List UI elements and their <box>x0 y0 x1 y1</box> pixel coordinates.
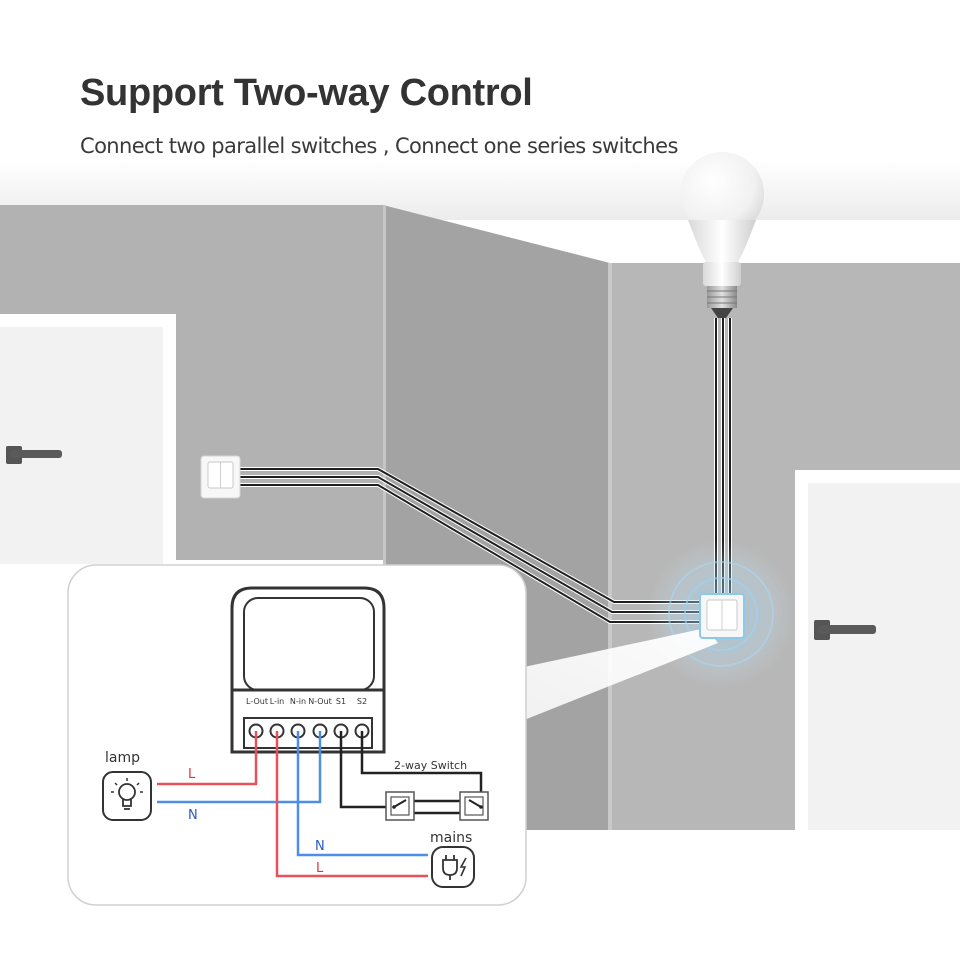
left-wall-switch <box>200 455 241 499</box>
lamp-neutral-wire <box>157 731 322 804</box>
right-wall-switch <box>699 593 745 639</box>
page-subtitle: Connect two parallel switches , Connect … <box>80 134 678 158</box>
lamp-label: lamp <box>105 750 140 766</box>
right-door-handle <box>818 625 876 634</box>
mains-live-label: L <box>316 861 324 876</box>
mains-neutral-label: N <box>315 839 325 854</box>
right-door <box>808 483 960 830</box>
s1-wire <box>339 731 392 809</box>
two-way-switch-label: 2-way Switch <box>394 759 467 772</box>
signal-ring <box>668 561 774 667</box>
lamp-live-wire <box>157 731 258 786</box>
page-title: Support Two-way Control <box>80 72 533 114</box>
terminal-label-n-out: N-Out <box>308 697 332 706</box>
terminal-label-s2: S2 <box>357 697 367 706</box>
two-way-switch-left <box>385 791 415 821</box>
mains-neutral-wire <box>296 731 428 857</box>
lamp-live-label: L <box>188 767 196 782</box>
two-way-switch-right <box>459 791 489 821</box>
s2-wire <box>360 731 483 800</box>
led-bulb <box>680 152 764 318</box>
mains-live-wire <box>275 731 428 878</box>
mains-label: mains <box>430 830 472 846</box>
lightbulb-icon <box>102 771 152 821</box>
terminal-label-n-in: N-in <box>290 697 306 706</box>
smart-switch-module <box>230 586 386 754</box>
terminal-label-l-out: L-Out <box>246 697 268 706</box>
left-door <box>0 327 163 564</box>
terminal-label-s1: S1 <box>336 697 346 706</box>
left-door-handle <box>10 450 62 458</box>
terminal-label-l-in: L-in <box>270 697 285 706</box>
wall-edge <box>608 263 612 830</box>
callout-beam <box>524 628 718 720</box>
terminal-screws <box>248 723 370 739</box>
lamp-neutral-label: N <box>188 808 198 823</box>
signal-ring <box>684 577 758 651</box>
power-plug-icon <box>431 846 475 888</box>
